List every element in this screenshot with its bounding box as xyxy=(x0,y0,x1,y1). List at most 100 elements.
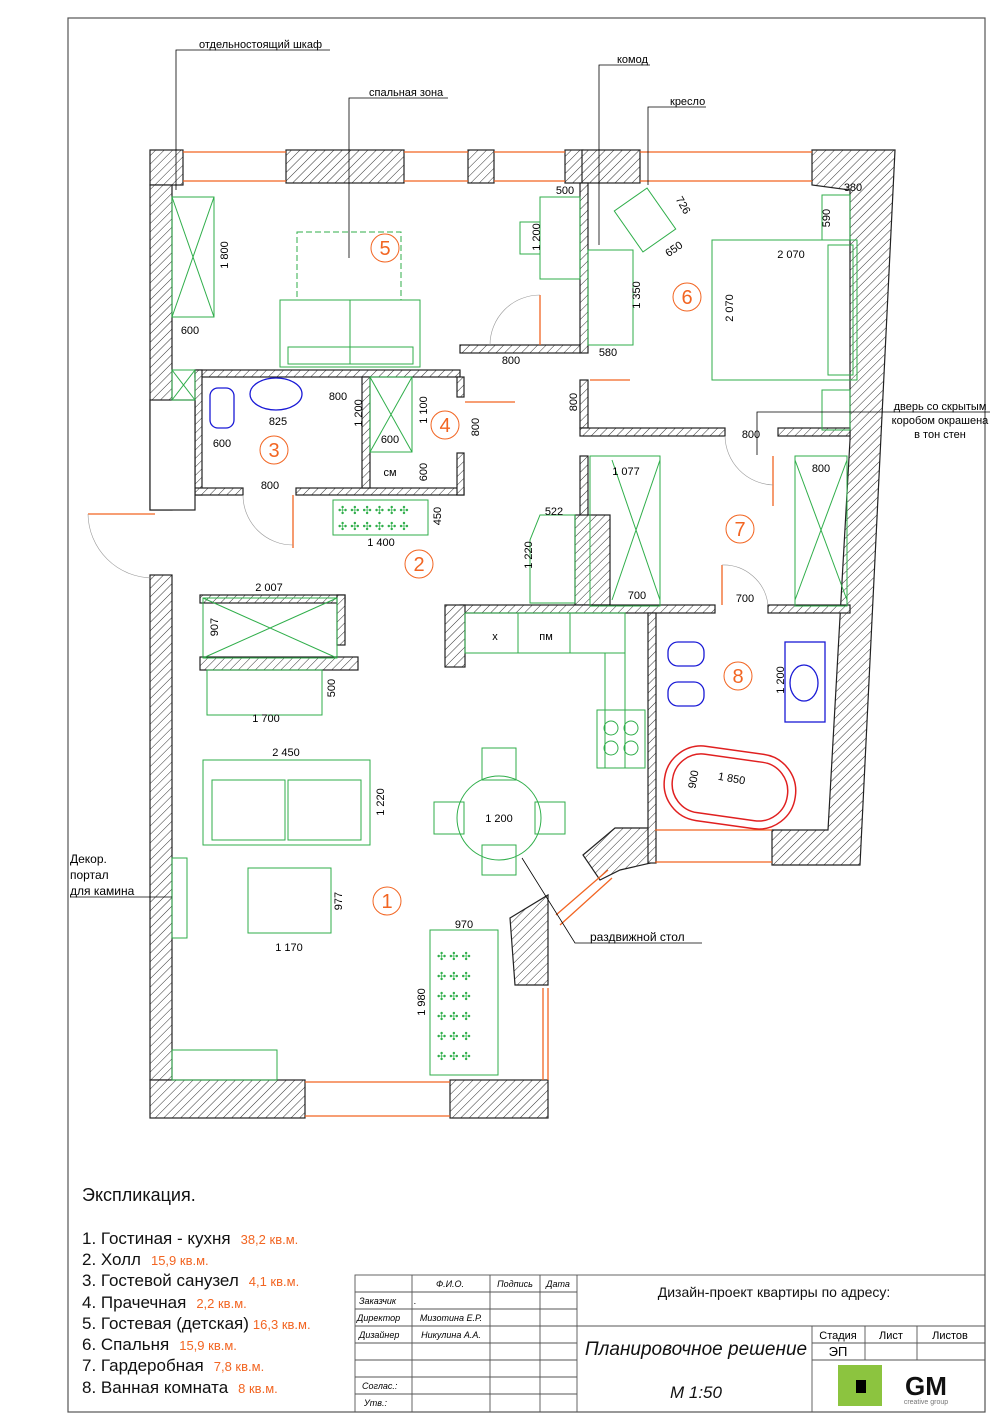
annotation-hidden-door-1: дверь со скрытым xyxy=(894,401,987,413)
svg-text:1 220: 1 220 xyxy=(523,541,535,569)
svg-text:GM: GM xyxy=(905,1371,947,1401)
room-5: 5 xyxy=(370,233,400,263)
room-8: 8 xyxy=(723,661,753,691)
tb-sheets-label: Листов xyxy=(932,1330,968,1342)
svg-text:600: 600 xyxy=(381,434,399,446)
svg-text:6: 6 xyxy=(681,287,692,309)
svg-text:600: 600 xyxy=(213,438,231,450)
annotation-armchair: кресло xyxy=(670,96,705,108)
svg-text:1 100: 1 100 xyxy=(418,396,430,424)
svg-text:3: 3 xyxy=(268,440,279,462)
annotation-sleep-zone: спальная зона xyxy=(369,87,444,99)
tb-sheet-title: Планировочное решение xyxy=(585,1339,807,1360)
svg-text:1 980: 1 980 xyxy=(416,988,428,1016)
armchair xyxy=(613,187,677,253)
annotation-wardrobe: отдельностоящий шкаф xyxy=(199,39,322,51)
svg-text:650: 650 xyxy=(663,239,685,259)
tb-header-date: Дата xyxy=(545,1279,570,1289)
svg-text:1 350: 1 350 xyxy=(631,281,643,309)
furniture xyxy=(171,187,858,1081)
svg-text:590: 590 xyxy=(821,209,833,227)
svg-text:2: 2 xyxy=(413,554,424,576)
gm-logo: GM creative group xyxy=(838,1365,948,1406)
tb-stage-label: Стадия xyxy=(819,1330,857,1342)
svg-text:500: 500 xyxy=(556,185,574,197)
svg-text:см: см xyxy=(383,467,396,479)
svg-text:450: 450 xyxy=(432,507,444,525)
svg-text:907: 907 xyxy=(209,618,221,636)
svg-text:700: 700 xyxy=(628,590,646,602)
svg-text:✣ ✣ ✣: ✣ ✣ ✣ xyxy=(437,1031,471,1043)
wardrobe xyxy=(171,196,215,318)
svg-text:1 170: 1 170 xyxy=(275,942,303,954)
annotation-hidden-door-2: коробом окрашена xyxy=(892,415,990,427)
tb-name: Никулина А.А. xyxy=(421,1330,481,1340)
svg-text:800: 800 xyxy=(502,355,520,367)
svg-text:800: 800 xyxy=(742,429,760,441)
tb-name: . xyxy=(414,1296,417,1306)
room-numbers: 1 2 3 4 5 6 7 8 xyxy=(259,233,755,916)
kitchen-counter xyxy=(464,612,626,654)
svg-text:1 800: 1 800 xyxy=(219,241,231,269)
hall-rug xyxy=(332,499,429,536)
rug-pattern: ✣ ✣ ✣ ✣ ✣ ✣ ✣ ✣ ✣ ✣ ✣ ✣ ✣ ✣ ✣ ✣ ✣ ✣ ✣ ✣ ✣ ✣ … xyxy=(338,505,471,1063)
svg-text:8: 8 xyxy=(732,666,743,688)
svg-text:2 007: 2 007 xyxy=(255,582,283,594)
svg-text:1 400: 1 400 xyxy=(367,537,395,549)
tb-scale: М 1:50 xyxy=(670,1383,723,1402)
svg-text:5: 5 xyxy=(379,238,390,260)
svg-text:500: 500 xyxy=(326,679,338,697)
room-3: 3 xyxy=(259,435,289,465)
svg-text:800: 800 xyxy=(329,391,347,403)
svg-text:522: 522 xyxy=(545,506,563,518)
svg-text:700: 700 xyxy=(736,593,754,605)
svg-text:✣ ✣ ✣: ✣ ✣ ✣ xyxy=(437,1011,471,1023)
svg-text:1: 1 xyxy=(381,891,392,913)
room-1: 1 xyxy=(372,886,402,916)
svg-text:977: 977 xyxy=(333,892,345,910)
svg-text:пм: пм xyxy=(539,631,553,643)
svg-text:✣ ✣ ✣: ✣ ✣ ✣ xyxy=(437,951,471,963)
legend-title: Экспликация. xyxy=(82,1185,196,1205)
svg-text:1 200: 1 200 xyxy=(775,666,787,694)
armchair-pouf xyxy=(247,867,332,934)
dining-table xyxy=(456,775,542,861)
svg-text:✣ ✣ ✣: ✣ ✣ ✣ xyxy=(437,991,471,1003)
room-2: 2 xyxy=(404,549,434,579)
svg-text:600: 600 xyxy=(181,325,199,337)
svg-text:✣ ✣ ✣ ✣ ✣ ✣: ✣ ✣ ✣ ✣ ✣ ✣ xyxy=(338,521,409,533)
toilet-3 xyxy=(209,387,235,429)
room-6: 6 xyxy=(672,282,702,312)
svg-text:2 070: 2 070 xyxy=(777,249,805,261)
tb-stage: ЭП xyxy=(829,1344,848,1359)
tb-role: Соглас.: xyxy=(362,1381,398,1391)
svg-text:1 220: 1 220 xyxy=(375,788,387,816)
svg-text:800: 800 xyxy=(261,480,279,492)
svg-text:✣ ✣ ✣: ✣ ✣ ✣ xyxy=(437,1051,471,1063)
svg-text:✣ ✣ ✣: ✣ ✣ ✣ xyxy=(437,971,471,983)
sanitary-fixtures xyxy=(209,377,826,723)
svg-text:800: 800 xyxy=(568,393,580,411)
svg-text:380: 380 xyxy=(844,182,862,194)
tb-sheet-label: Лист xyxy=(879,1330,903,1342)
svg-text:1 200: 1 200 xyxy=(485,813,513,825)
dimension-labels: 600 1 800 500 1 200 726 650 1 350 580 38… xyxy=(181,182,862,1016)
annotations xyxy=(70,49,990,944)
tb-project: Дизайн-проект квартиры по адресу: xyxy=(658,1284,891,1300)
svg-text:900: 900 xyxy=(687,769,702,789)
annotation-hidden-door-3: в тон стен xyxy=(914,429,966,441)
svg-text:creative group: creative group xyxy=(904,1399,948,1406)
svg-text:7: 7 xyxy=(734,519,745,541)
svg-text:х: х xyxy=(492,631,498,643)
title-block xyxy=(354,1274,986,1413)
svg-text:580: 580 xyxy=(599,347,617,359)
tb-role: Утв.: xyxy=(363,1398,387,1408)
svg-text:✣ ✣ ✣ ✣ ✣ ✣: ✣ ✣ ✣ ✣ ✣ ✣ xyxy=(338,505,409,517)
svg-text:600: 600 xyxy=(418,463,430,481)
svg-text:1 200: 1 200 xyxy=(353,399,365,427)
svg-text:800: 800 xyxy=(812,463,830,475)
